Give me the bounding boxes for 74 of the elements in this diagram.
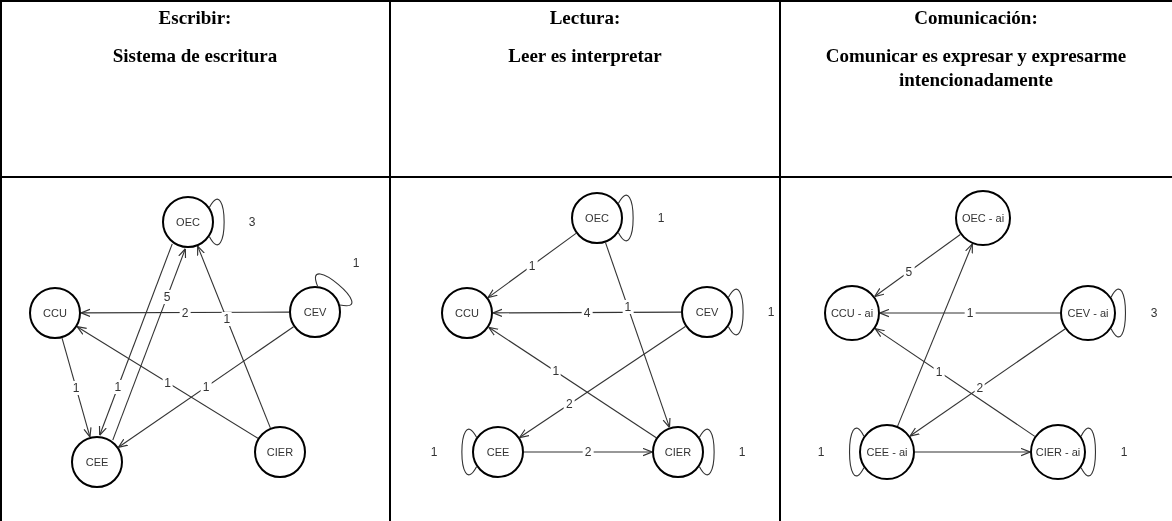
arrow (897, 243, 973, 427)
edge-label: 3 (246, 215, 258, 229)
edge-label: 1 (933, 364, 945, 379)
column-subheading: Sistema de escritura (111, 44, 279, 68)
arrow (874, 328, 1036, 437)
column-subheading: Comunicar es expresar y expresarme intencionadamente (824, 44, 1128, 92)
edge-label: 1 (112, 380, 124, 395)
arrow (492, 308, 682, 318)
edge-label: 5 (903, 264, 915, 279)
edge-label: 2 (564, 397, 575, 412)
edge-label: 1 (765, 305, 777, 319)
edge-label: 1 (526, 258, 538, 273)
edge-label: 1 (550, 364, 562, 379)
edge-label: 1 (70, 380, 82, 395)
arrow (76, 326, 259, 439)
edge-label: 5 (161, 289, 173, 304)
column-heading: Escribir: (157, 6, 233, 30)
loop-line (848, 427, 865, 477)
edge-label: 1 (815, 445, 827, 459)
edge-label: 2 (179, 305, 191, 320)
circle-node: CCU - ai (824, 285, 880, 341)
arrow (604, 242, 671, 428)
arrow (488, 326, 657, 439)
arrow (80, 308, 290, 318)
circle-node: CEV - ai (1060, 285, 1116, 341)
circle-node: OEC - ai (955, 190, 1011, 246)
edge-label: 1 (964, 306, 976, 320)
arrow (112, 248, 187, 441)
edge-label: 1 (622, 300, 634, 315)
loop-line (461, 428, 478, 476)
circle-node: CCU (29, 287, 81, 339)
loop-line (1110, 288, 1127, 338)
circle-node: CEE (472, 426, 524, 478)
column-heading: Lectura: (548, 6, 622, 30)
edge-label: 1 (736, 445, 748, 459)
arrow (197, 245, 271, 429)
arrow (874, 233, 961, 298)
edge-label: 1 (200, 380, 212, 394)
circle-node: CEV (681, 286, 733, 338)
circle-node: CIER (254, 426, 306, 478)
column-subheading: Leer es interpretar (507, 44, 663, 68)
arrow (523, 447, 653, 457)
circle-node: OEC (571, 192, 623, 244)
circle-node: CCU (441, 287, 493, 339)
arrow (98, 243, 173, 436)
edge-label: 3 (1148, 306, 1160, 320)
arrow (519, 325, 686, 439)
edge-label: 1 (162, 375, 173, 390)
arrow (879, 308, 1061, 318)
edge-label: 2 (582, 445, 594, 459)
loop-line (727, 288, 744, 336)
circle-node: CIER - ai (1030, 424, 1086, 480)
edge-label: 1 (428, 445, 440, 459)
edge-label: 1 (221, 311, 233, 326)
loop-line (314, 273, 353, 307)
circle-node: CEV (289, 286, 341, 338)
edge-label: 4 (581, 305, 593, 320)
arrow (914, 447, 1031, 457)
edge-label: 1 (1118, 445, 1130, 459)
column-heading: Comunicación: (913, 6, 1039, 30)
loop-line (208, 198, 225, 246)
edge-label: 2 (974, 380, 986, 395)
loop-line (617, 194, 634, 242)
circle-node: CIER (652, 426, 704, 478)
loop-line (1080, 427, 1097, 477)
circle-node: OEC (162, 196, 214, 248)
loop-line (698, 428, 715, 476)
edge-label: 1 (350, 255, 362, 270)
circle-node: CEE (71, 436, 123, 488)
arrow (487, 232, 577, 299)
arrow (117, 326, 295, 448)
edge-label: 1 (655, 211, 667, 225)
arrow (909, 328, 1066, 437)
circle-node: CEE - ai (859, 424, 915, 480)
